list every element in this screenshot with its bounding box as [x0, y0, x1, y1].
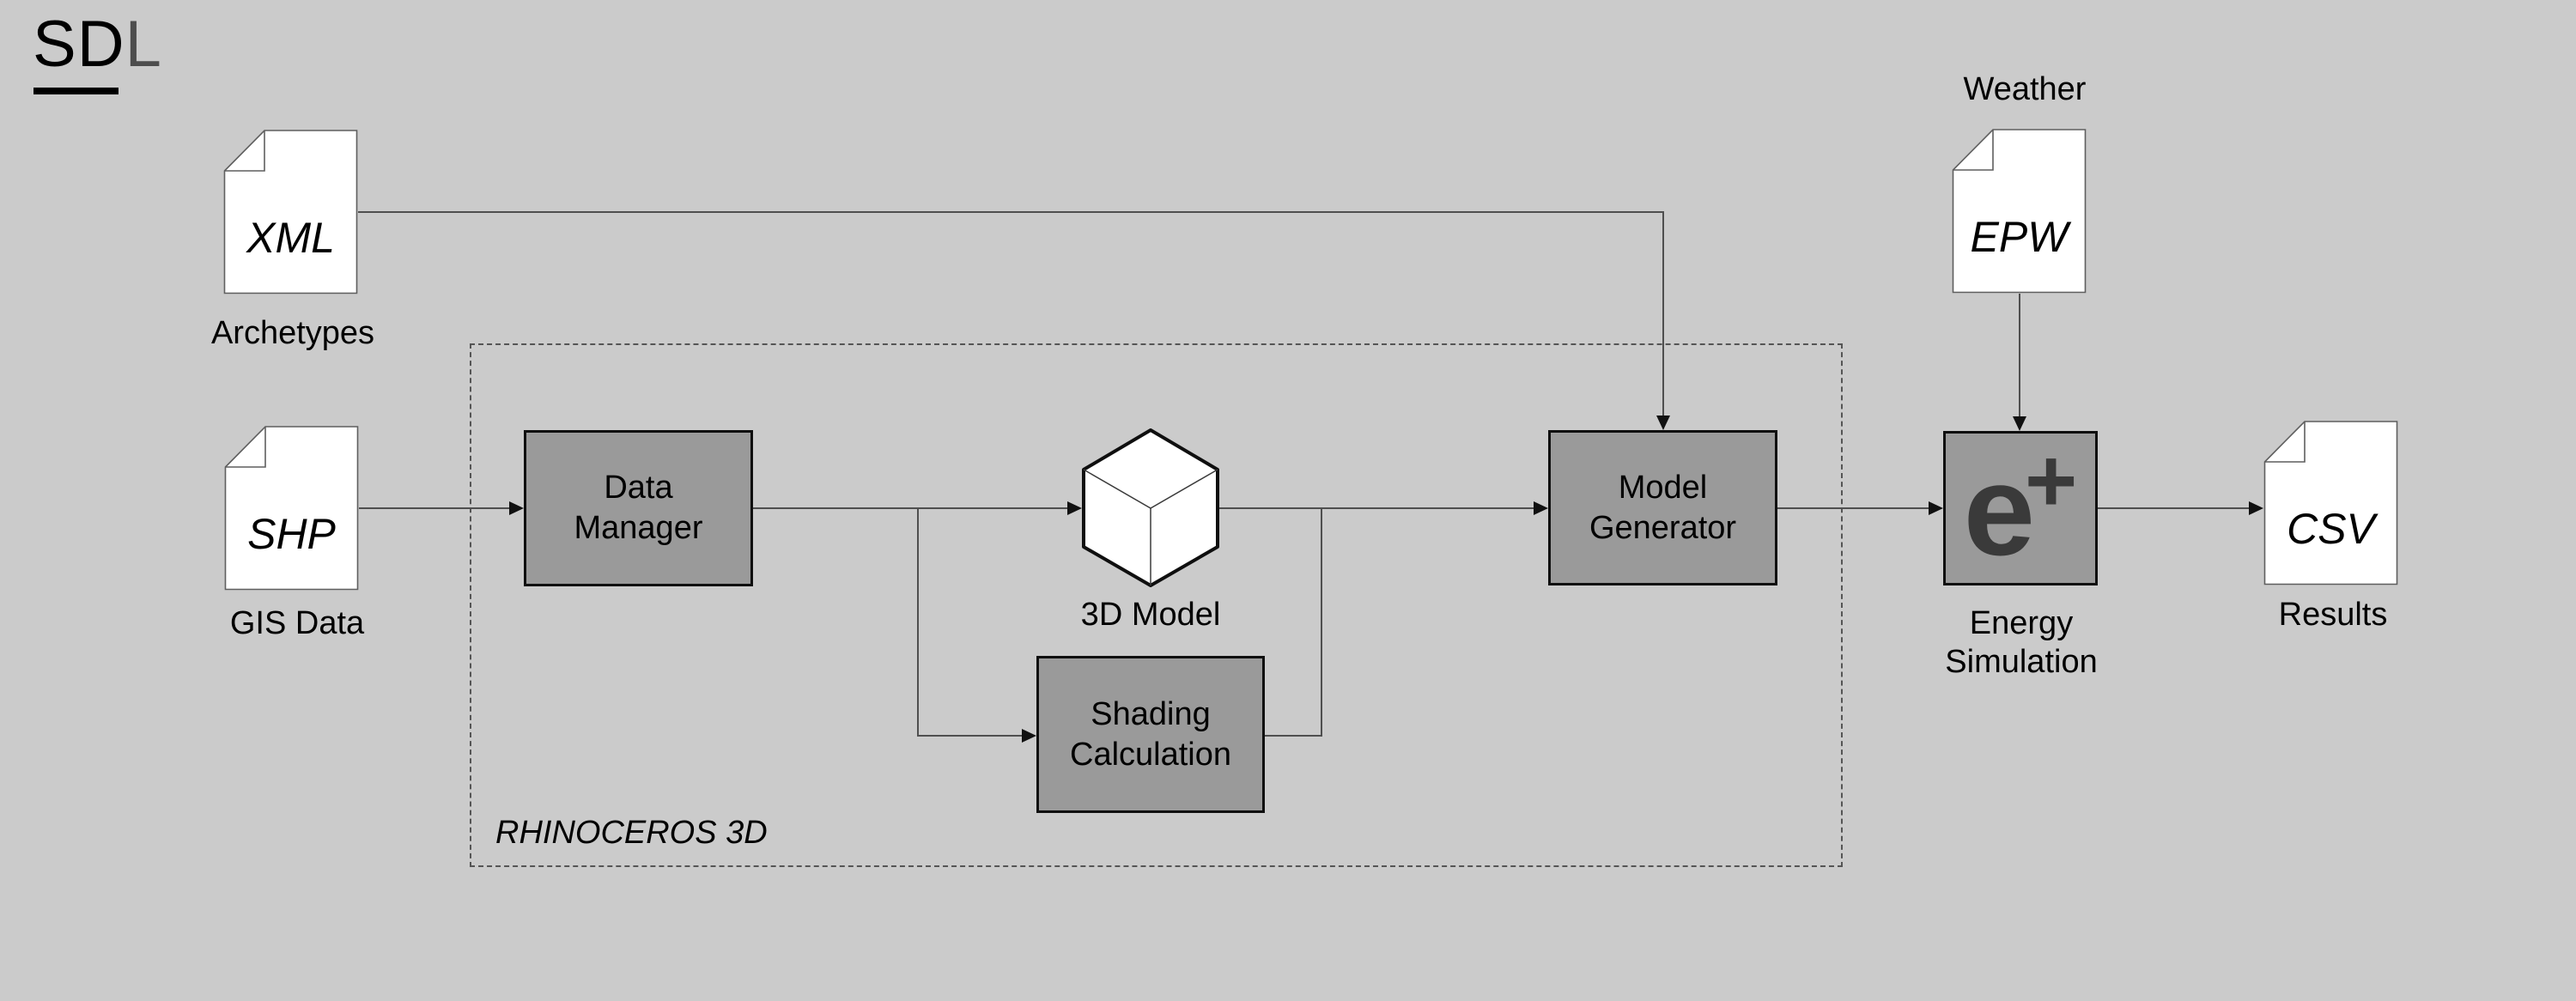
arrowhead-icon — [2249, 501, 2263, 515]
logo-primary: SD — [33, 8, 125, 81]
connector-xml-vertical — [1662, 211, 1664, 417]
shading-calculation-line2: Calculation — [1070, 736, 1231, 773]
arrowhead-icon — [1067, 501, 1082, 515]
connector-shp-datamanager — [359, 507, 510, 509]
connector-branch-down — [917, 507, 919, 736]
connector-epw-energy — [2019, 294, 2020, 417]
arrowhead-icon — [1656, 416, 1670, 430]
doc-type-text: XML — [246, 214, 335, 262]
rhinoceros-container: RHINOCEROS 3D — [470, 343, 1843, 867]
connector-return-right — [1265, 735, 1322, 737]
energy-simulation-label: Energy Simulation — [1945, 604, 2097, 682]
energyplus-box: e+ — [1943, 431, 2098, 585]
shp-document-node: SHP — [224, 426, 359, 591]
connector-xml-horizontal — [358, 211, 1664, 213]
document-icon — [2263, 421, 2398, 585]
energyplus-icon: e+ — [1946, 436, 2095, 574]
csv-document-node: CSV — [2263, 421, 2398, 585]
connector-energy-csv — [2098, 507, 2250, 509]
gis-data-label: GIS Data — [229, 605, 365, 641]
doc-type-text: SHP — [247, 510, 336, 558]
document-icon — [224, 426, 359, 591]
arrowhead-icon — [1022, 729, 1036, 743]
connector-datamanager-cube — [753, 507, 1067, 509]
3d-model-label: 3D Model — [1080, 597, 1221, 633]
document-icon — [1952, 129, 2087, 294]
data-manager-line2: Manager — [574, 510, 703, 546]
model-generator-line2: Generator — [1589, 509, 1737, 546]
data-manager-line1: Data — [604, 470, 673, 506]
logo-underline — [33, 88, 118, 94]
rhinoceros-label: RHINOCEROS 3D — [495, 815, 768, 851]
connector-modelgenerator-energy — [1777, 507, 1929, 509]
arrowhead-icon — [2013, 416, 2026, 431]
sdl-logo: SDL — [33, 12, 162, 77]
shading-calculation-line1: Shading — [1091, 695, 1211, 732]
cube-icon — [1082, 428, 1219, 587]
model-generator-line1: Model — [1618, 469, 1708, 506]
archetypes-label: Archetypes — [210, 315, 375, 351]
arrowhead-icon — [1929, 501, 1943, 515]
weather-label: Weather — [1963, 71, 2087, 107]
energy-label-line1: Energy — [1969, 605, 2074, 641]
connector-cube-modelgenerator — [1219, 507, 1534, 509]
epw-document-node: EPW — [1952, 129, 2087, 294]
results-label: Results — [2278, 597, 2388, 633]
xml-document-node: XML — [223, 130, 358, 294]
doc-type-text: CSV — [2287, 505, 2375, 553]
document-icon — [223, 130, 358, 294]
connector-return-up — [1321, 507, 1322, 737]
energy-label-line2: Simulation — [1945, 644, 2098, 680]
arrowhead-icon — [509, 501, 524, 515]
arrowhead-icon — [1534, 501, 1548, 515]
eplus-plus-glyph: + — [2025, 431, 2078, 531]
eplus-e-glyph: e — [1963, 438, 2036, 582]
connector-branch-right — [917, 735, 1023, 737]
logo-secondary: L — [125, 8, 162, 81]
doc-type-text: EPW — [1970, 213, 2069, 261]
